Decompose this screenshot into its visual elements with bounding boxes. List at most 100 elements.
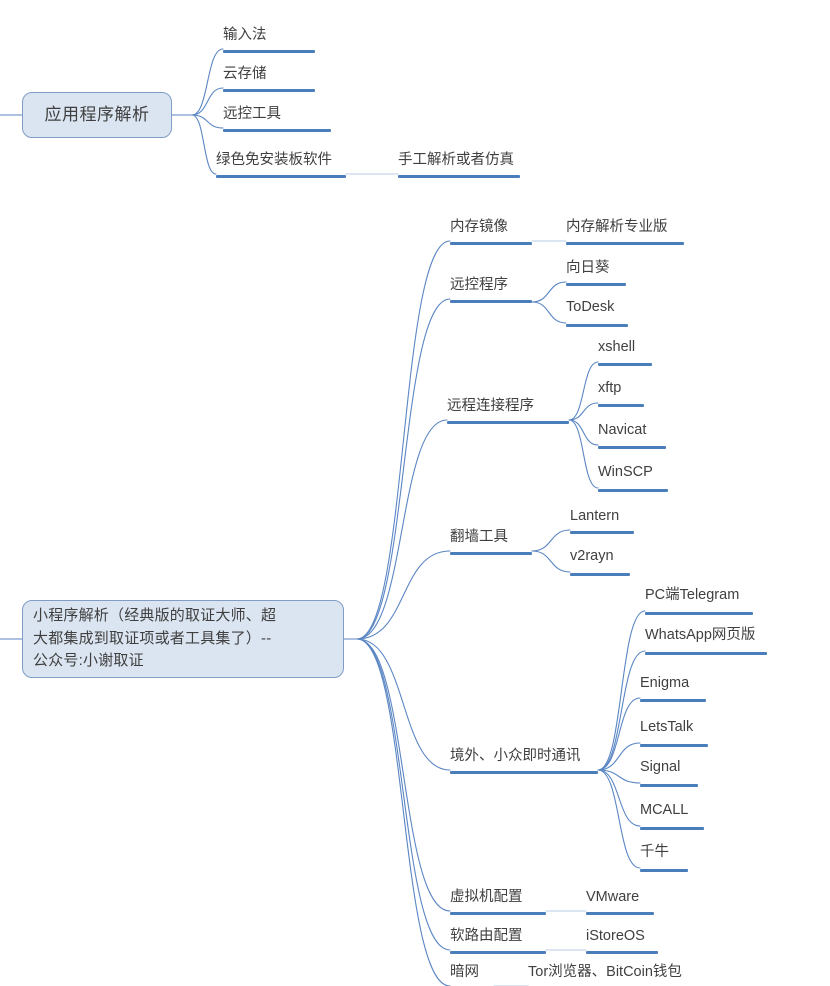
topic-mcall-underline bbox=[640, 826, 704, 830]
topic-千牛-label: 千牛 bbox=[640, 844, 669, 860]
root-line-1: 大都集成到取证项或者工具集了）-- bbox=[33, 629, 272, 647]
topic-vmware-label: VMware bbox=[586, 889, 640, 905]
topic-todesk[interactable]: ToDesk bbox=[566, 300, 628, 327]
edge-境外-小众即时通讯-child-6 bbox=[597, 769, 641, 869]
topic-winscp-underline bbox=[598, 488, 668, 492]
topic-远程连接程序-label: 远程连接程序 bbox=[447, 398, 534, 414]
topic-手工解析或者仿真-label: 手工解析或者仿真 bbox=[398, 152, 514, 168]
topic-istoreos[interactable]: iStoreOS bbox=[586, 929, 658, 954]
edge-远程连接程序-child-0 bbox=[568, 361, 599, 421]
topic-内存解析专业版[interactable]: 内存解析专业版 bbox=[566, 219, 684, 245]
root-node-miniprogram-analysis[interactable]: 小程序解析（经典版的取证大师、超大都集成到取证项或者工具集了）-- 公众号:小谢取… bbox=[22, 600, 344, 678]
edge-main-branch-7 bbox=[356, 638, 451, 986]
topic-istoreos-underline bbox=[586, 950, 658, 954]
topic-远程连接程序-underline bbox=[447, 420, 569, 424]
topic-whatsapp网页版-underline bbox=[645, 651, 767, 655]
topic-lantern-underline bbox=[570, 530, 634, 534]
topic-软路由配置-label: 软路由配置 bbox=[450, 928, 523, 944]
topic-letstalk[interactable]: LetsTalk bbox=[640, 719, 708, 747]
topic-mcall[interactable]: MCALL bbox=[640, 803, 704, 830]
topic-lantern-label: Lantern bbox=[570, 508, 620, 524]
topic-v2rayn-underline bbox=[570, 572, 630, 576]
topic-远控程序-label: 远控程序 bbox=[450, 277, 508, 293]
topic-虚拟机配置-label: 虚拟机配置 bbox=[450, 889, 523, 905]
topic-signal-label: Signal bbox=[640, 759, 681, 775]
topic-翻墙工具[interactable]: 翻墙工具 bbox=[450, 530, 532, 555]
topic-云存储-underline bbox=[223, 88, 315, 92]
edge-远控程序-child-0 bbox=[531, 281, 567, 303]
edge-境外-小众即时通讯-child-1 bbox=[597, 650, 646, 771]
edge-main-branch-1 bbox=[356, 298, 451, 640]
topic-winscp[interactable]: WinSCP bbox=[598, 464, 668, 492]
topic-navicat-label: Navicat bbox=[598, 422, 647, 438]
edge-map1-child-1 bbox=[191, 87, 224, 116]
edge-境外-小众即时通讯-child-2 bbox=[597, 697, 641, 771]
topic-signal-underline bbox=[640, 783, 698, 787]
topic-内存镜像[interactable]: 内存镜像 bbox=[450, 220, 532, 245]
topic-境外-小众即时通讯-label: 境外、小众即时通讯 bbox=[450, 748, 581, 764]
topic-winscp-label: WinSCP bbox=[598, 464, 653, 480]
topic-手工解析或者仿真[interactable]: 手工解析或者仿真 bbox=[398, 152, 520, 178]
topic-enigma[interactable]: Enigma bbox=[640, 676, 706, 702]
topic-pc端telegram-label: PC端Telegram bbox=[645, 587, 740, 603]
topic-远程连接程序[interactable]: 远程连接程序 bbox=[447, 398, 569, 424]
topic-pc端telegram-underline bbox=[645, 611, 753, 615]
root-line-0: 小程序解析（经典版的取证大师、超 bbox=[33, 607, 277, 625]
topic-暗网-label: 暗网 bbox=[450, 964, 479, 980]
topic-绿色免安装板软件-underline bbox=[216, 174, 346, 178]
topic-whatsapp网页版-label: WhatsApp网页版 bbox=[645, 627, 756, 643]
topic-navicat[interactable]: Navicat bbox=[598, 422, 666, 449]
topic-内存解析专业版-label: 内存解析专业版 bbox=[566, 219, 668, 235]
edge-翻墙工具-child-1 bbox=[531, 550, 571, 573]
topic-虚拟机配置[interactable]: 虚拟机配置 bbox=[450, 889, 546, 915]
topic-云存储[interactable]: 云存储 bbox=[223, 66, 315, 92]
topic-vmware[interactable]: VMware bbox=[586, 889, 654, 915]
topic-signal[interactable]: Signal bbox=[640, 759, 698, 787]
edge-境外-小众即时通讯-child-4 bbox=[597, 769, 641, 784]
topic-虚拟机配置-underline bbox=[450, 911, 546, 915]
topic-xshell[interactable]: xshell bbox=[598, 339, 652, 366]
edge-境外-小众即时通讯-child-0 bbox=[597, 610, 646, 771]
topic-远控工具[interactable]: 远控工具 bbox=[223, 106, 331, 132]
topic-绿色免安装板软件[interactable]: 绿色免安装板软件 bbox=[216, 153, 346, 178]
root-line-2: 公众号:小谢取证 bbox=[33, 652, 144, 670]
topic-navicat-underline bbox=[598, 445, 666, 449]
topic-境外-小众即时通讯[interactable]: 境外、小众即时通讯 bbox=[450, 748, 598, 774]
topic-v2rayn[interactable]: v2rayn bbox=[570, 549, 630, 576]
root-node-application-analysis[interactable]: 应用程序解析 bbox=[22, 92, 172, 138]
topic-远控程序[interactable]: 远控程序 bbox=[450, 277, 532, 303]
root-node-miniprogram-analysis-text: 小程序解析（经典版的取证大师、超大都集成到取证项或者工具集了）-- 公众号:小谢取… bbox=[33, 605, 276, 673]
topic-letstalk-label: LetsTalk bbox=[640, 719, 694, 735]
topic-xshell-underline bbox=[598, 362, 652, 366]
topic-xftp[interactable]: xftp bbox=[598, 380, 644, 407]
topic-输入法[interactable]: 输入法 bbox=[223, 27, 315, 53]
topic-xftp-label: xftp bbox=[598, 380, 622, 396]
edge-map1-child-2 bbox=[191, 114, 224, 129]
edge-远程连接程序-child-1 bbox=[568, 402, 599, 421]
topic-vmware-underline bbox=[586, 911, 654, 915]
topic-内存解析专业版-underline bbox=[566, 241, 684, 245]
topic-输入法-label: 输入法 bbox=[223, 27, 267, 43]
topic-lantern[interactable]: Lantern bbox=[570, 508, 634, 534]
topic-whatsapp网页版[interactable]: WhatsApp网页版 bbox=[645, 627, 767, 655]
topic-todesk-underline bbox=[566, 323, 628, 327]
topic-远控程序-underline bbox=[450, 299, 532, 303]
topic-暗网[interactable]: 暗网 bbox=[450, 965, 479, 986]
topic-pc端telegram[interactable]: PC端Telegram bbox=[645, 587, 753, 615]
topic-xshell-label: xshell bbox=[598, 339, 636, 355]
edge-main-branch-4 bbox=[356, 638, 451, 771]
edge-main-branch-6 bbox=[356, 638, 451, 951]
topic-tor浏览器-bitcoin钱包[interactable]: Tor浏览器、BitCoin钱包 bbox=[528, 965, 682, 986]
topic-letstalk-underline bbox=[640, 743, 708, 747]
topic-远控工具-label: 远控工具 bbox=[223, 106, 281, 122]
topic-向日葵[interactable]: 向日葵 bbox=[566, 261, 626, 286]
edge-远程连接程序-child-3 bbox=[568, 419, 599, 489]
topic-远控工具-underline bbox=[223, 128, 331, 132]
edge-远程连接程序-child-2 bbox=[568, 419, 599, 446]
topic-xftp-underline bbox=[598, 403, 644, 407]
topic-软路由配置[interactable]: 软路由配置 bbox=[450, 928, 546, 954]
topic-千牛[interactable]: 千牛 bbox=[640, 844, 688, 872]
topic-云存储-label: 云存储 bbox=[223, 66, 267, 82]
